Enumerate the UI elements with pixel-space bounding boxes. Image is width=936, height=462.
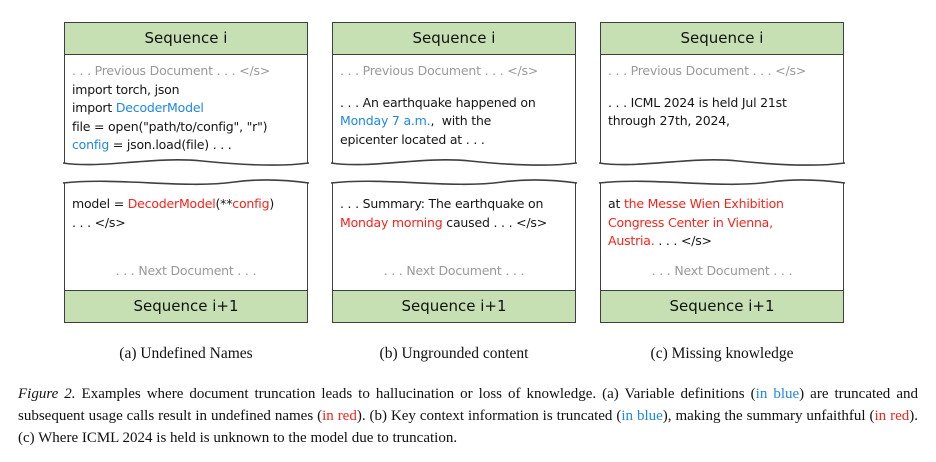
text-line: . . . Previous Document . . . </s> [608, 62, 836, 81]
sequence-i-header: Sequence i [333, 23, 575, 55]
text-line: . . . Previous Document . . . </s> [72, 62, 300, 81]
text-segment: at [608, 196, 624, 211]
panel-b: Sequence i. . . Previous Document . . . … [331, 22, 577, 363]
text-line: Congress Center in Vienna, [608, 214, 836, 233]
text-segment: Austria. [608, 233, 655, 248]
text-segment: . . . Previous Document . . . </s> [72, 63, 271, 78]
text-line: import DecoderModel [72, 99, 300, 118]
text-segment: import [72, 100, 116, 115]
text-segment: . . . Next Document . . . [383, 262, 525, 278]
text-segment: . . . </s> [654, 233, 712, 248]
torn-edge-bottom [599, 159, 845, 166]
torn-edge-top [599, 179, 845, 186]
torn-edge-bottom [63, 159, 309, 166]
text-segment: import torch, json [72, 81, 180, 97]
caption-segment: Examples where document truncation leads… [75, 386, 756, 402]
text-line: . . . </s> [72, 214, 300, 233]
sequence-i-box-a: Sequence i. . . Previous Document . . . … [63, 22, 309, 166]
text-segment: . . . An earthquake happened on [340, 94, 536, 110]
text-segment: . . . Previous Document . . . </s> [608, 63, 807, 78]
text-segment: . . . ICML 2024 is held Jul 21st [608, 94, 787, 110]
sequence-i-body: . . . Previous Document . . . </s> import… [65, 55, 307, 155]
sequence-i1-footer: Sequence i+1 [601, 290, 843, 322]
next-document-line: . . . Next Document . . . [608, 262, 836, 281]
text-line: Monday 7 a.m., with the [340, 112, 568, 131]
text-segment: through 27th, 2024, [608, 113, 730, 128]
text-segment: . . . Summary: The earthquake on [340, 196, 544, 211]
panel-a: Sequence i. . . Previous Document . . . … [63, 22, 309, 363]
figure-caption: Figure 2. Examples where document trunca… [18, 383, 918, 449]
text-line: config = json.load(file) . . . [72, 136, 300, 155]
panels-row: Sequence i. . . Previous Document . . . … [63, 22, 845, 363]
caption-segment: ). (c) Where ICML 2024 is held is unknow… [18, 408, 918, 446]
sequence-i1-box-a: model = DecoderModel(**config). . . </s>… [63, 179, 309, 323]
text-segment: Monday morning [340, 214, 443, 230]
sequence-i1-body: model = DecoderModel(**config). . . </s>… [65, 183, 307, 290]
text-line: . . . Previous Document . . . </s> [340, 62, 568, 81]
sequence-i-body: . . . Previous Document . . . </s> . . . … [333, 55, 575, 149]
sequence-i1-footer: Sequence i+1 [65, 290, 307, 322]
text-line: model = DecoderModel(**config) [72, 195, 300, 214]
sequence-i-box-b: Sequence i. . . Previous Document . . . … [331, 22, 577, 166]
sequence-i-header: Sequence i [601, 23, 843, 55]
text-segment: Monday 7 a.m. [340, 113, 431, 128]
text-segment: . . . </s> [72, 214, 126, 230]
next-document-line: . . . Next Document . . . [340, 262, 568, 281]
text-line: . . . An earthquake happened on [340, 94, 568, 113]
text-segment: . . . Next Document . . . [651, 262, 793, 278]
text-segment: . . . Next Document . . . [115, 262, 257, 278]
text-segment: model = [72, 196, 128, 211]
caption-segment: in blue [755, 386, 800, 402]
text-segment: DecoderModel [115, 100, 204, 115]
text-segment: caused . . . </s> [442, 214, 547, 230]
text-segment: Congress Center in Vienna, [608, 214, 773, 230]
text-segment: config [232, 196, 270, 211]
caption-segment: in red [874, 408, 910, 424]
torn-edge-bottom [331, 159, 577, 166]
text-line: . . . ICML 2024 is held Jul 21st [608, 94, 836, 113]
panel-caption-b: (b) Ungrounded content [379, 345, 529, 362]
text-segment: file = open("path/to/config", "r") [72, 118, 268, 134]
text-segment: = json.load(file) . . . [109, 137, 232, 152]
text-line: through 27th, 2024, [608, 112, 836, 131]
text-line: import torch, json [72, 81, 300, 100]
figure-label: Figure 2. [18, 386, 76, 402]
sequence-i-body: . . . Previous Document . . . </s> . . . … [601, 55, 843, 131]
text-segment: the Messe Wien Exhibition [623, 196, 784, 211]
text-segment: DecoderModel [127, 196, 216, 211]
torn-edge-top [63, 179, 309, 186]
panel-caption-a: (a) Undefined Names [119, 345, 253, 362]
text-segment: config [72, 137, 110, 152]
sequence-i-header: Sequence i [65, 23, 307, 55]
text-line: at the Messe Wien Exhibition [608, 195, 836, 214]
text-segment: epicenter located at . . . [340, 131, 485, 147]
sequence-i-box-c: Sequence i. . . Previous Document . . . … [599, 22, 845, 166]
text-segment: . . . Previous Document . . . </s> [340, 63, 539, 78]
text-segment: (** [215, 196, 233, 211]
sequence-i1-body: . . . Summary: The earthquake on Monday m… [333, 183, 575, 290]
text-line: Monday morning caused . . . </s> [340, 214, 568, 233]
text-line: Austria. . . . </s> [608, 232, 836, 251]
torn-edge-top [331, 179, 577, 186]
next-document-line: . . . Next Document . . . [72, 262, 300, 281]
text-line: . . . Summary: The earthquake on [340, 195, 568, 214]
text-segment: , with the [430, 113, 492, 128]
panel-c: Sequence i. . . Previous Document . . . … [599, 22, 845, 363]
sequence-i1-footer: Sequence i+1 [333, 290, 575, 322]
caption-segment: ) are truncated and subsequent usage cal… [18, 386, 918, 424]
caption-segment: ). (b) Key context information is trunca… [356, 408, 622, 424]
caption-segment: in red [322, 408, 357, 424]
caption-segment: in blue [621, 408, 663, 424]
sequence-i1-box-b: . . . Summary: The earthquake on Monday m… [331, 179, 577, 323]
text-segment: ) [269, 196, 275, 211]
panel-caption-c: (c) Missing knowledge [650, 345, 794, 362]
caption-segment: ), making the summary unfaithful ( [662, 408, 875, 424]
text-line: file = open("path/to/config", "r") [72, 118, 300, 137]
text-line: epicenter located at . . . [340, 131, 568, 150]
